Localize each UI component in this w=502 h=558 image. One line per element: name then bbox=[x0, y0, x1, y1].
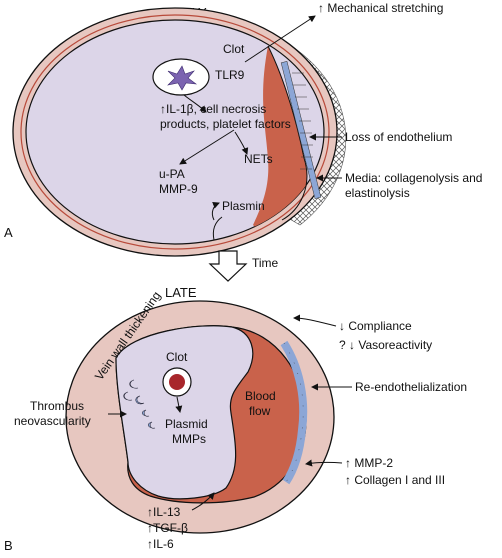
plasmid-line2: MMPs bbox=[172, 432, 206, 446]
late-endothelium bbox=[280, 340, 308, 485]
mechanical-stretching-label: ↑ Mechanical stretching bbox=[318, 1, 443, 15]
il6-label: ↑IL-6 bbox=[147, 537, 174, 551]
plasmin-curve bbox=[212, 216, 223, 241]
arrow-compliance bbox=[293, 314, 337, 327]
tgfb-label: ↑TGF-β bbox=[147, 521, 188, 535]
arrow-mmp2 bbox=[305, 459, 343, 467]
early-blood-edge bbox=[267, 45, 308, 221]
blood-line2: flow bbox=[249, 404, 271, 418]
arrow-to-upa bbox=[179, 129, 235, 165]
panel-letter-a: A bbox=[4, 225, 13, 240]
arrow-to-plasmin bbox=[211, 201, 220, 221]
compliance-label: ↓ Compliance bbox=[339, 319, 412, 333]
late-clot-label: Clot bbox=[166, 350, 188, 364]
early-clot-body bbox=[25, 19, 325, 245]
tlr9-receptor-icon bbox=[167, 65, 198, 91]
time-label: Time bbox=[252, 256, 279, 270]
collagen-label: ↑ Collagen I and III bbox=[345, 473, 445, 487]
mmp2-label: ↑ MMP-2 bbox=[345, 456, 393, 470]
tlr9-label: TLR9 bbox=[215, 68, 245, 82]
arrow-to-nets bbox=[234, 131, 249, 155]
plasmid-line1: Plasmid bbox=[165, 417, 208, 431]
thrombus-line1: Thrombus bbox=[30, 399, 84, 413]
upa-label: u-PA bbox=[159, 167, 185, 181]
reendothelialization-label: Re-endothelialization bbox=[355, 380, 467, 394]
media-line1: Media: collagenolysis and bbox=[345, 171, 482, 185]
cytokines-line2: products, platelet factors bbox=[160, 117, 291, 131]
early-endothelium bbox=[280, 61, 322, 199]
early-blood-region bbox=[253, 46, 307, 228]
early-vessel bbox=[12, 7, 347, 257]
arrow-mechanical bbox=[244, 15, 316, 63]
cytokines-line1: ↑IL-1β, cell necrosis bbox=[160, 102, 266, 116]
blood-line1: Blood bbox=[245, 389, 276, 403]
plasmin-label: Plasmin bbox=[222, 199, 265, 213]
neovessel-icons bbox=[123, 379, 156, 429]
arrow-tlr9-to-cytokines bbox=[183, 94, 207, 113]
early-clot-label: Clot bbox=[223, 42, 245, 56]
media-line2: elastinolysis bbox=[345, 186, 410, 200]
late-clot-body bbox=[115, 325, 254, 500]
endothelium-loss-label: Loss of endothelium bbox=[345, 130, 452, 144]
arrow-to-plasmid bbox=[175, 396, 183, 413]
late-stage-title: LATE bbox=[165, 285, 197, 300]
early-elastic-lamina bbox=[20, 14, 330, 250]
late-clot-core bbox=[169, 374, 185, 390]
thrombus-line2: neovascularity bbox=[14, 414, 91, 428]
arrow-interleukins bbox=[191, 492, 215, 511]
time-arrow bbox=[208, 250, 248, 282]
il13-label: ↑IL-13 bbox=[147, 505, 181, 519]
late-vessel bbox=[65, 300, 335, 534]
mmp9-label: MMP-9 bbox=[159, 182, 198, 196]
vasoreactivity-label: ? ↓ Vasoreactivity bbox=[339, 338, 432, 352]
nets-label: NETs bbox=[244, 152, 273, 166]
panel-letter-b: B bbox=[4, 538, 13, 553]
